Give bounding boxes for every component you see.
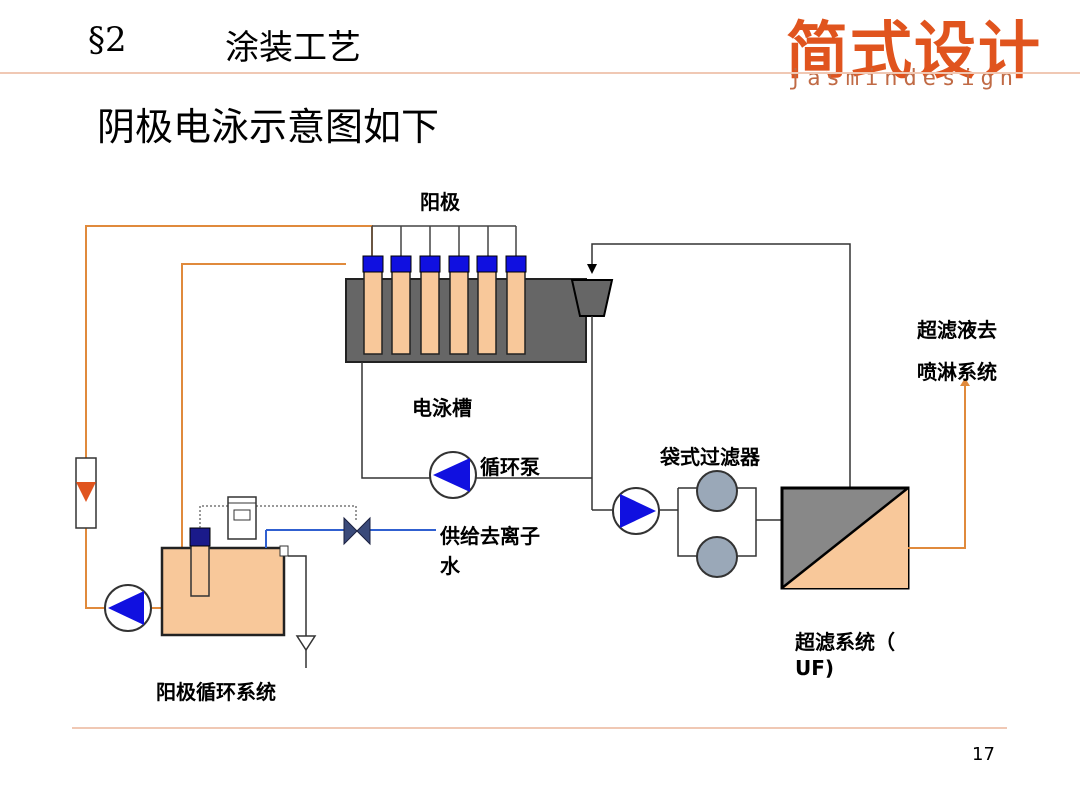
label-anode: 阳极 (420, 190, 460, 214)
bag-filters (696, 470, 738, 578)
label-di-water-1: 供给去离子 (440, 524, 540, 548)
overflow-hopper (570, 279, 614, 317)
uf-permeate-line (908, 382, 966, 549)
label-uf-to-spray-2: 喷淋系统 (917, 360, 997, 384)
header-rule (0, 72, 1080, 74)
footer-rule (72, 727, 1007, 729)
anode-tank-probe (190, 539, 210, 597)
label-circulation-pump: 循环泵 (480, 455, 540, 479)
circulation-pump (429, 451, 477, 499)
label-bag-filter: 袋式过滤器 (660, 445, 760, 469)
section-title: 涂装工艺 (225, 28, 361, 68)
brand-logo-en: jasmindesign (788, 66, 1019, 91)
anode-tank (160, 546, 286, 637)
uf-return-line (591, 243, 851, 488)
anode-tank-overflow (279, 545, 289, 557)
label-uf-system-1: 超滤系统（ (795, 630, 895, 654)
page-number: 17 (972, 744, 995, 765)
anode-loop-inner (181, 263, 346, 548)
anode-tank-probe-cap (189, 527, 211, 547)
flowmeter (75, 457, 97, 529)
return-arrowhead (587, 264, 597, 274)
control-signal-line-2 (256, 505, 357, 520)
anode-caps (362, 255, 527, 273)
page-subtitle: 阴极电泳示意图如下 (97, 105, 440, 149)
conductivity-meter (227, 496, 257, 540)
anode-cells (363, 269, 526, 355)
anode-tank-drain (288, 555, 307, 636)
section-number: §2 (88, 20, 127, 60)
brand-logo-cn: 简式设计 (786, 14, 1043, 87)
filter-pump (612, 487, 660, 535)
anode-wires (371, 225, 517, 258)
label-uf-system-2: UF) (795, 656, 835, 680)
label-tank: 电泳槽 (412, 396, 472, 420)
uf-permeate-arrow (960, 378, 970, 386)
label-uf-to-spray-1: 超滤液去 (917, 318, 997, 342)
di-water-valve (343, 516, 371, 546)
label-anode-system: 阳极循环系统 (156, 680, 276, 704)
control-signal-line (199, 505, 228, 528)
anode-pump (104, 584, 152, 632)
label-di-water-2: 水 (440, 554, 460, 578)
drain-funnel (295, 635, 317, 652)
uf-unit (780, 486, 910, 590)
